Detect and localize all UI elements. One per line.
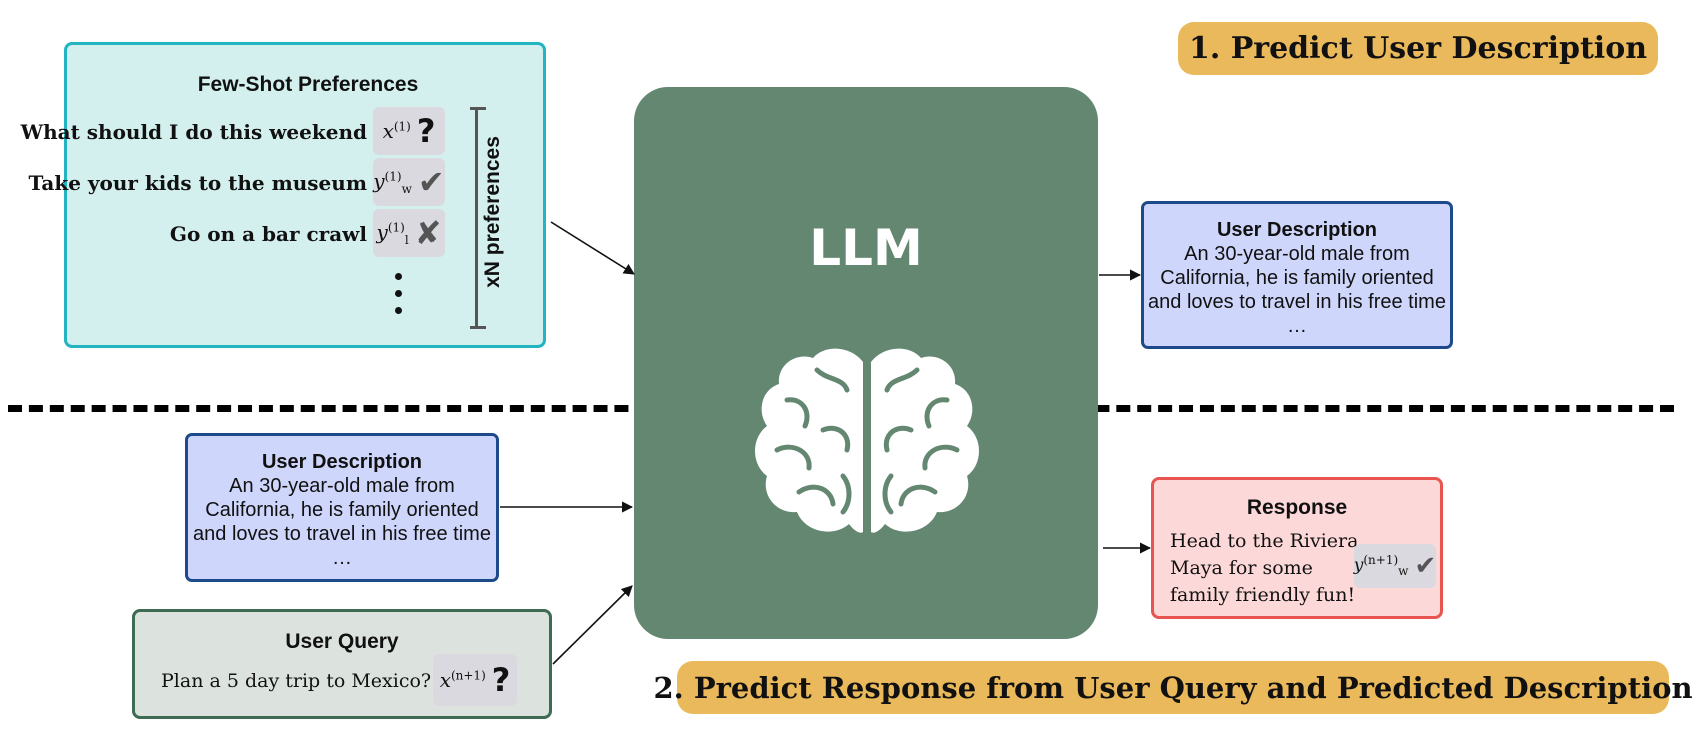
rejected-variable: y(1)l [376,219,409,247]
check-icon: ✔ [1414,551,1437,581]
query-variable-chip: x(n+1) ? [433,654,517,706]
user-query-text: Plan a 5 day trip to Mexico? [161,670,432,692]
user-description-input-box: User Description An 30-year-old male fro… [185,433,499,582]
question-icon: ? [416,112,436,150]
user-description-input-text: An 30-year-old male from California, he … [193,475,491,569]
user-description-input-title: User Description [261,451,423,473]
response-box: Response Head to the Riviera Maya for so… [1151,477,1443,619]
fewshot-to-llm-arrow [550,221,635,275]
cross-icon: ✘ [414,214,442,252]
rejected-variable-chip: y(1)l ✘ [373,209,445,257]
few-shot-panel: Few-Shot Preferences What should I do th… [21,42,546,348]
question-icon: ? [491,661,511,699]
response-variable: y(n+1)w [1353,553,1409,579]
few-shot-title: Few-Shot Preferences [197,73,419,96]
check-icon: ✔ [417,163,445,201]
ellipsis-dots [395,263,403,324]
user-query-title: User Query [285,630,399,653]
predicted-user-description-title: User Description [1216,219,1378,241]
prompt-variable: x(1) [382,119,411,143]
step1-banner: 1. Predict User Description [1178,22,1658,75]
llm-block: LLM [634,87,1098,639]
user-query-box: User Query Plan a 5 day trip to Mexico? … [132,609,552,719]
query-variable: x(n+1) [439,668,486,692]
preferred-response-label: Take your kids to the museum [28,171,367,195]
step2-banner: 2. Predict Response from User Query and … [653,661,1693,714]
preference-prompt-label: What should I do this weekend [20,120,367,144]
preferred-variable: y(1)w [373,168,412,196]
predicted-user-description-text: An 30-year-old male from California, he … [1148,243,1446,337]
prompt-variable-chip: x(1) ? [373,107,445,155]
predicted-user-description-box: User Description An 30-year-old male fro… [1141,201,1453,349]
rejected-response-label: Go on a bar crawl [169,222,367,246]
query-to-llm-arrow [552,585,633,665]
response-text: Head to the Riviera Maya for some family… [1170,530,1359,606]
response-variable-chip: y(n+1)w ✔ [1354,544,1436,588]
brain-icon [755,348,979,533]
response-title: Response [1246,496,1348,519]
repeat-bracket [470,107,489,329]
preferred-variable-chip: y(1)w ✔ [373,158,445,206]
llm-title: LLM [809,219,923,277]
